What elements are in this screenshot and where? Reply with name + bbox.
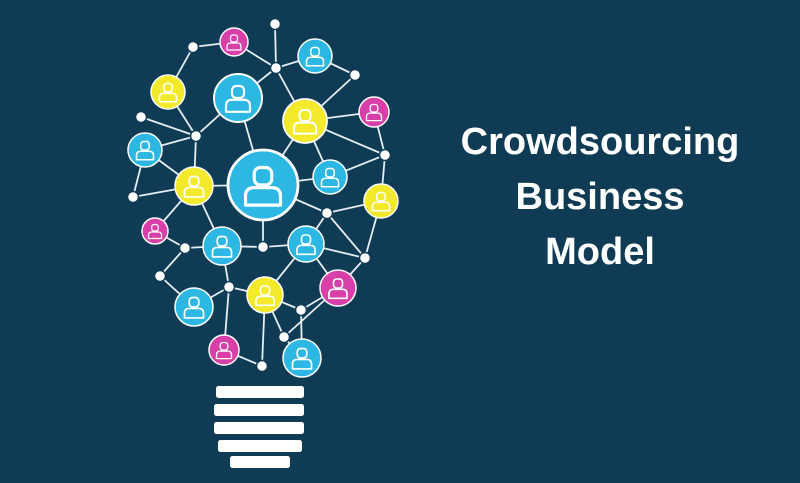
- junction-dot: [153, 269, 167, 283]
- title-line-1: Crowdsourcing: [460, 121, 740, 163]
- person-icon: [158, 82, 178, 103]
- person-node: [319, 269, 357, 307]
- person-icon: [328, 278, 348, 300]
- person-node: [282, 338, 322, 378]
- junction-dot: [255, 359, 269, 373]
- person-icon: [243, 165, 283, 207]
- person-node: [226, 148, 300, 222]
- network-link: [326, 212, 366, 259]
- junction-dot: [186, 40, 200, 54]
- person-icon: [291, 347, 313, 370]
- person-icon: [320, 167, 340, 188]
- junction-dot: [126, 190, 140, 204]
- person-node: [297, 38, 333, 74]
- person-icon: [296, 234, 316, 256]
- junction-dot: [189, 129, 203, 143]
- person-node: [174, 287, 214, 327]
- bulb-base-bar: [218, 440, 302, 452]
- junction-dot: [269, 61, 283, 75]
- bulb-base-bar: [214, 404, 304, 416]
- junction-dot: [358, 251, 372, 265]
- junction-dot: [348, 68, 362, 82]
- person-node: [246, 276, 284, 314]
- network-link: [140, 116, 197, 137]
- title-line-2: Business: [515, 176, 685, 218]
- person-icon: [147, 223, 163, 240]
- person-node: [208, 334, 240, 366]
- person-node: [174, 166, 214, 206]
- person-icon: [305, 46, 325, 67]
- person-icon: [226, 34, 242, 51]
- person-icon: [183, 175, 205, 198]
- person-node: [202, 226, 242, 266]
- junction-dot: [320, 206, 334, 220]
- title: Crowdsourcing Business Model: [415, 115, 785, 280]
- person-icon: [371, 191, 391, 212]
- person-node: [287, 225, 325, 263]
- junction-dot: [134, 110, 148, 124]
- person-icon: [135, 140, 155, 161]
- junction-dot: [222, 280, 236, 294]
- person-icon: [211, 235, 233, 258]
- title-line-3: Model: [545, 231, 655, 273]
- junction-dot: [268, 17, 282, 31]
- person-node: [312, 159, 348, 195]
- person-node: [127, 132, 163, 168]
- person-icon: [293, 109, 317, 135]
- junction-dot: [378, 148, 392, 162]
- person-icon: [224, 84, 252, 113]
- network-link: [159, 247, 186, 277]
- person-node: [141, 217, 169, 245]
- person-node: [213, 73, 263, 123]
- junction-dot: [277, 330, 291, 344]
- person-node: [219, 27, 249, 57]
- person-node: [282, 98, 328, 144]
- person-node: [150, 74, 186, 110]
- bulb-base-bar: [216, 386, 304, 398]
- bulb-base-bar: [214, 422, 304, 434]
- person-icon: [215, 341, 233, 360]
- network-link: [274, 23, 277, 69]
- person-node: [363, 183, 399, 219]
- junction-dot: [294, 303, 308, 317]
- junction-dot: [256, 240, 270, 254]
- junction-dot: [178, 241, 192, 255]
- light-bulb-base-icon: [214, 386, 304, 468]
- person-icon: [365, 103, 383, 122]
- bulb-base-bar: [230, 456, 290, 468]
- person-icon: [183, 296, 205, 319]
- person-icon: [255, 285, 275, 307]
- person-node: [358, 96, 390, 128]
